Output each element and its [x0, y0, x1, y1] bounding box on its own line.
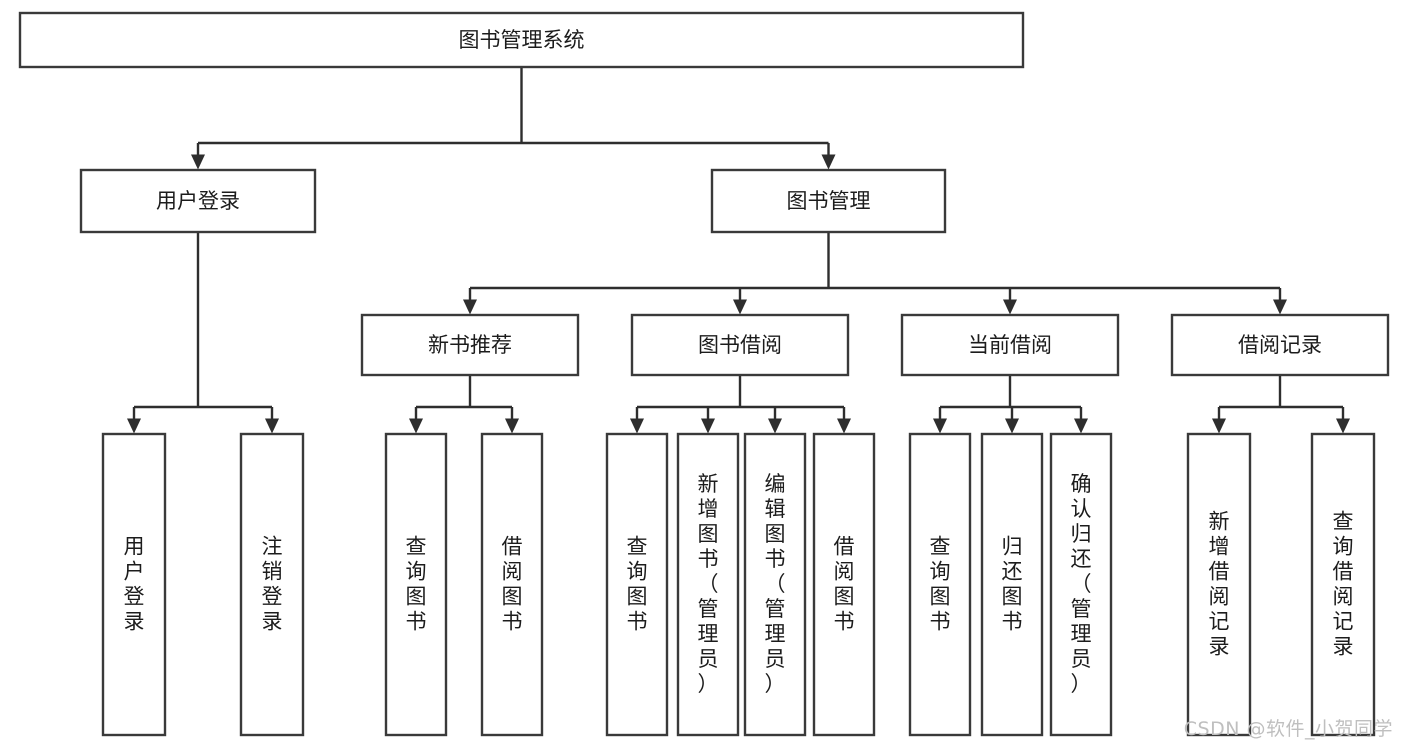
node-label-leaf-query-book-recommend: 查询图书 [406, 535, 427, 634]
connector-arrowhead [127, 418, 141, 434]
node-leaf-logout[interactable]: 注销登录 [239, 432, 305, 737]
node-label-new-book-recommend: 新书推荐 [428, 333, 512, 357]
node-box-user-login [79, 168, 317, 234]
node-leaf-edit-book[interactable]: 编辑图书（管理员） [743, 432, 807, 737]
node-label-user-login: 用户登录 [156, 189, 240, 213]
node-label-root: 图书管理系统 [459, 28, 585, 52]
edge-group-book-management [463, 232, 1287, 315]
node-leaf-return-book[interactable]: 归还图书 [980, 432, 1044, 737]
node-box-leaf-borrow-book [812, 432, 876, 737]
node-box-leaf-confirm-return [1049, 432, 1113, 737]
node-leaf-borrow-book[interactable]: 借阅图书 [812, 432, 876, 737]
node-box-book-borrow [630, 313, 850, 377]
node-leaf-confirm-return[interactable]: 确认归还（管理员） [1049, 432, 1113, 737]
node-book-management[interactable]: 图书管理 [710, 168, 947, 234]
node-box-book-management [710, 168, 947, 234]
node-box-leaf-query-book-borrow [605, 432, 669, 737]
node-label-current-borrow: 当前借阅 [968, 333, 1052, 357]
connector-arrowhead [821, 154, 836, 170]
connector-arrowhead [630, 418, 644, 434]
node-leaf-query-book-current[interactable]: 查询图书 [908, 432, 972, 737]
node-label-leaf-confirm-return: 确认归还（管理员） [1071, 472, 1092, 696]
node-box-leaf-return-book [980, 432, 1044, 737]
node-label-borrow-records: 借阅记录 [1238, 333, 1322, 357]
node-box-leaf-add-record [1186, 432, 1252, 737]
node-leaf-add-book[interactable]: 新增图书（管理员） [676, 432, 740, 737]
node-label-leaf-query-book-current: 查询图书 [930, 535, 951, 634]
connectors-layer [127, 67, 1350, 434]
edge-group-current-borrow [933, 375, 1088, 434]
node-label-book-borrow: 图书借阅 [698, 333, 782, 357]
node-root[interactable]: 图书管理系统 [18, 11, 1025, 69]
node-label-leaf-add-book: 新增图书（管理员） [698, 472, 719, 696]
node-label-leaf-user-login: 用户登录 [124, 535, 145, 634]
node-label-book-management: 图书管理 [787, 189, 871, 213]
connector-arrowhead [837, 418, 851, 434]
connector-arrowhead [265, 418, 279, 434]
node-box-leaf-query-record [1310, 432, 1376, 737]
connector-arrowhead [409, 418, 423, 434]
node-borrow-records[interactable]: 借阅记录 [1170, 313, 1390, 377]
node-leaf-query-book-borrow[interactable]: 查询图书 [605, 432, 669, 737]
node-box-leaf-add-book [676, 432, 740, 737]
node-label-leaf-edit-book: 编辑图书（管理员） [765, 472, 786, 696]
node-box-leaf-edit-book [743, 432, 807, 737]
node-box-root [18, 11, 1025, 69]
connector-arrowhead [1212, 418, 1226, 434]
node-box-leaf-user-login [101, 432, 167, 737]
node-box-leaf-borrow-book-recommend [480, 432, 544, 737]
node-label-leaf-borrow-book-recommend: 借阅图书 [502, 535, 523, 634]
node-label-leaf-query-record: 查询借阅记录 [1333, 510, 1354, 659]
connector-arrowhead [505, 418, 519, 434]
connector-arrowhead [1074, 418, 1088, 434]
nodes-layer: 图书管理系统用户登录图书管理新书推荐图书借阅当前借阅借阅记录用户登录注销登录查询… [18, 11, 1390, 737]
edge-group-borrow-records [1212, 375, 1350, 434]
node-box-leaf-query-book-recommend [384, 432, 448, 737]
edge-group-book-borrow [630, 375, 851, 434]
node-box-leaf-query-book-current [908, 432, 972, 737]
node-current-borrow[interactable]: 当前借阅 [900, 313, 1120, 377]
node-leaf-query-book-recommend[interactable]: 查询图书 [384, 432, 448, 737]
node-leaf-user-login[interactable]: 用户登录 [101, 432, 167, 737]
node-leaf-borrow-book-recommend[interactable]: 借阅图书 [480, 432, 544, 737]
connector-arrowhead [933, 418, 947, 434]
edge-group-root [191, 67, 836, 170]
node-user-login[interactable]: 用户登录 [79, 168, 317, 234]
connector-arrowhead [463, 299, 477, 315]
connector-arrowhead [1005, 418, 1019, 434]
node-box-current-borrow [900, 313, 1120, 377]
connector-arrowhead [768, 418, 782, 434]
edge-group-user-login [127, 232, 279, 434]
node-leaf-query-record[interactable]: 查询借阅记录 [1310, 432, 1376, 737]
connector-arrowhead [1336, 418, 1350, 434]
node-label-leaf-add-record: 新增借阅记录 [1209, 510, 1230, 659]
node-box-new-book-recommend [360, 313, 580, 377]
connector-arrowhead [701, 418, 715, 434]
node-label-leaf-borrow-book: 借阅图书 [834, 535, 855, 634]
node-label-leaf-return-book: 归还图书 [1002, 535, 1023, 634]
node-label-leaf-logout: 注销登录 [262, 535, 283, 634]
edge-group-new-book-recommend [409, 375, 519, 434]
node-label-leaf-query-book-borrow: 查询图书 [627, 535, 648, 634]
node-box-leaf-logout [239, 432, 305, 737]
node-leaf-add-record[interactable]: 新增借阅记录 [1186, 432, 1252, 737]
node-box-borrow-records [1170, 313, 1390, 377]
connector-arrowhead [1273, 299, 1287, 315]
node-book-borrow[interactable]: 图书借阅 [630, 313, 850, 377]
connector-arrowhead [1003, 299, 1017, 315]
connector-arrowhead [733, 299, 747, 315]
connector-arrowhead [191, 154, 205, 170]
node-new-book-recommend[interactable]: 新书推荐 [360, 313, 580, 377]
